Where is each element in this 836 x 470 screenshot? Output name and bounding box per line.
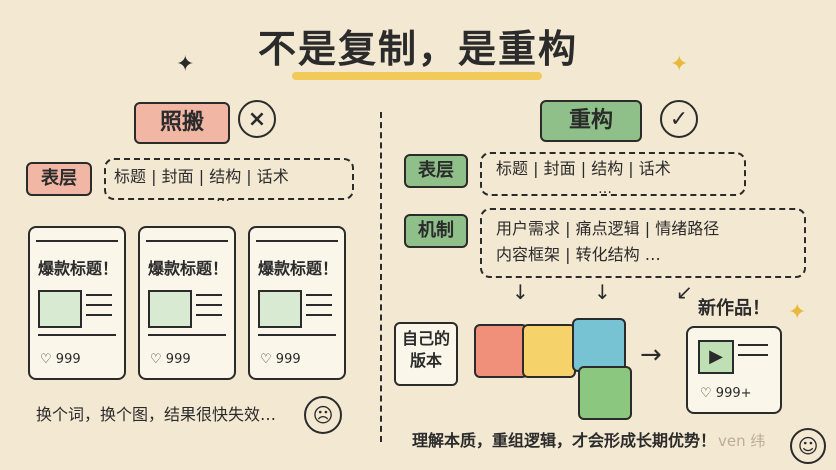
arrow-right-icon: → <box>640 340 662 370</box>
copy-heading-tag: 照搬 <box>134 102 230 144</box>
mechanism-box <box>480 208 806 278</box>
sad-face-icon: ☹ <box>304 396 342 434</box>
arrow-down-icon: ↓ <box>512 280 529 304</box>
image-icon <box>148 290 192 328</box>
right-surface-box <box>480 152 746 196</box>
center-divider <box>380 112 382 442</box>
own-version-label: 自己的 版本 <box>394 322 458 386</box>
right-surface-tag: 表层 <box>404 154 468 188</box>
sparkle-icon: ✦ <box>176 52 195 77</box>
mechanism-row-2: 内容框架 | 转化结构 … <box>496 245 661 264</box>
arrow-down-icon: ↓ <box>594 280 611 304</box>
right-caption: 理解本质，重组逻辑，才会形成长期优势！ <box>412 431 717 450</box>
x-circle-icon: × <box>238 100 276 138</box>
image-icon <box>38 290 82 328</box>
sparkle-icon: ✦ <box>670 52 689 77</box>
puzzle-piece-blue <box>572 318 626 372</box>
left-surface-tag: 表层 <box>26 162 92 196</box>
puzzle-piece-yellow <box>522 324 576 378</box>
sparkle-icon: ✦ <box>788 300 807 325</box>
mechanism-tag: 机制 <box>404 214 468 248</box>
new-work-label: 新作品！ <box>698 298 770 319</box>
copied-card: 爆款标题！ ♡ 999 <box>28 226 126 380</box>
restructure-heading-tag: 重构 <box>540 100 642 142</box>
left-surface-ellipsis: … <box>216 189 230 205</box>
right-surface-items: 标题 | 封面 | 结构 | 话术 <box>496 159 671 178</box>
left-caption: 换个词，换个图，结果很快失效… <box>36 405 277 424</box>
left-surface-box <box>104 158 354 200</box>
title-highlight <box>292 72 542 80</box>
play-icon: ▶ <box>698 340 734 374</box>
arrow-down-icon: ↙ <box>676 280 693 304</box>
puzzle-piece-green <box>578 366 632 420</box>
left-surface-items: 标题 | 封面 | 结构 | 话术 <box>114 167 289 186</box>
puzzle-piece-red <box>474 324 528 378</box>
copied-card: 爆款标题！ ♡ 999 <box>138 226 236 380</box>
new-work-card: ▶ ♡ 999+ <box>686 326 782 414</box>
page-title: 不是复制，是重构 <box>257 27 578 71</box>
right-surface-ellipsis: … <box>598 181 612 197</box>
watermark: ven 纬 <box>718 432 766 450</box>
image-icon <box>258 290 302 328</box>
smile-face-icon: ☺ <box>790 428 826 464</box>
new-work-likes: 999+ <box>715 386 752 401</box>
copied-card: 爆款标题！ ♡ 999 <box>248 226 346 380</box>
check-circle-icon: ✓ <box>660 100 698 138</box>
mechanism-row-1: 用户需求 | 痛点逻辑 | 情绪路径 <box>496 219 720 238</box>
